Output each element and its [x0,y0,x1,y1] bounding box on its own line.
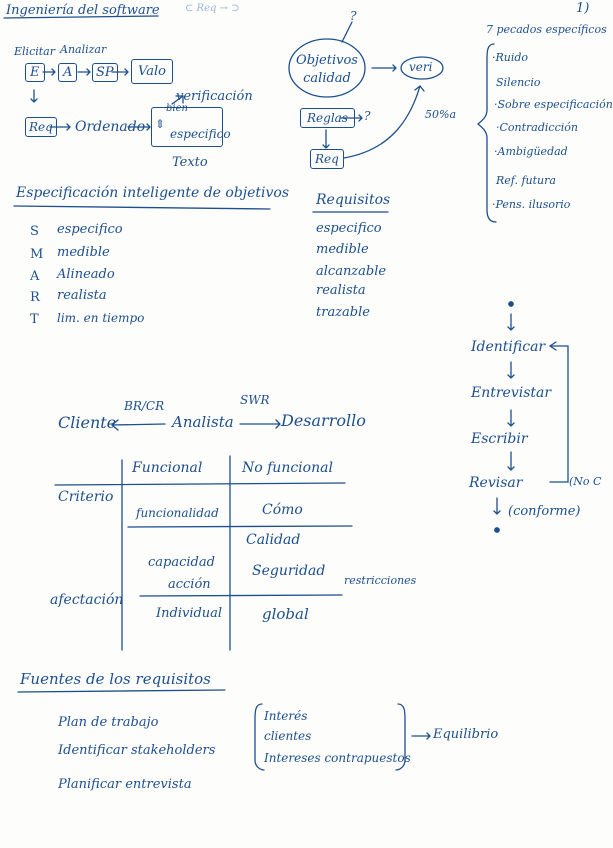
sin-item: ·Ruido [492,51,529,64]
table-col-funcional: Funcional [132,460,203,476]
role-cliente: Cliente [58,413,117,432]
process-step-escribir: Escribir [471,431,528,447]
sin-item: ·Sobre especificación [494,98,613,111]
smart-letter: A [30,269,40,284]
label-analizar: Analizar [60,43,107,56]
box-e: E [25,63,45,82]
cell-calidad: Calidad [246,532,301,548]
sin-item: ·Ambigüedad [494,145,568,158]
smart-item: especifico [57,222,123,237]
box-sp: SP [92,63,118,82]
process-step-identificar: Identificar [471,339,546,355]
requisito-item: especifico [316,221,382,236]
role-desarrollo: Desarrollo [281,411,366,430]
objectives-circle-label: Objetivos calidad [296,53,358,86]
label-equilibrio: Equilibrio [433,727,499,742]
label-texto: Texto [172,155,208,170]
smart-letter: T [30,312,39,327]
requisito-item: trazable [316,305,370,320]
requisitos-title: Requisitos [316,192,391,208]
box-valo: Valo [131,59,173,84]
label-conforme: (conforme) [508,504,581,519]
brace-item: clientes [264,729,312,743]
cell-como: Cómo [262,502,303,518]
cell-restricciones: restricciones [344,574,417,587]
page-title: Ingeniería del software [6,3,160,18]
sin-item: Silencio [496,76,541,89]
label-bien: bien [166,103,188,114]
requisito-item: medible [316,242,369,257]
table-row-criterio: Criterio [58,489,114,505]
smart-letter: S [30,224,39,239]
sins-title: 7 pecados específicos [486,23,607,36]
smart-item: medible [57,245,110,260]
table-row-afectacion: afectación [50,592,124,608]
label-verificacion: verificación [176,89,253,104]
box-specification: bien ⇕ especifico [151,103,231,147]
label-percent: 50%a [425,108,457,121]
smart-title: Especificación inteligente de objetivos [16,185,290,201]
process-step-revisar: Revisar [469,475,523,491]
box-reglas: Reglas [300,108,355,128]
label-no-conforme: (No C [569,475,602,488]
fuentes-item: Identificar stakeholders [58,743,216,758]
table-col-no-funcional: No funcional [242,460,333,476]
role-analista: Analista [172,413,234,431]
requisito-item: realista [316,283,366,298]
fuentes-item: Plan de trabajo [58,715,159,730]
cell-seguridad: Seguridad [252,563,326,579]
reglas-question: ? [364,109,371,123]
label-swr: SWR [240,393,270,407]
smart-item: Alineado [57,267,115,282]
label-ordenado: Ordenado [75,119,146,135]
cell-global: global [262,605,309,623]
fuentes-item: Planificar entrevista [58,777,192,792]
cell-funcionalidad: funcionalidad [136,506,219,520]
objectives-question: ? [350,9,357,23]
fuentes-title: Fuentes de los requisitos [20,670,211,688]
cell-individual: Individual [156,606,223,621]
brace-item: Interés [264,709,308,723]
box-a: A [58,63,78,82]
smart-item: realista [57,288,107,303]
label-veri: veri [409,60,433,74]
sin-item: ·Contradicción [496,121,578,134]
label-especifico: especifico [170,127,231,141]
scroll-icon: ⇕ [155,117,166,131]
sin-item: Ref. futura [496,174,556,187]
cell-accion: acción [168,577,211,592]
cell-capacidad: capacidad [148,555,215,570]
process-step-entrevistar: Entrevistar [471,385,552,401]
smart-letter: R [30,290,40,305]
label-elicitar: Elicitar [14,45,55,58]
page-corner-mark: 1) [576,1,590,16]
smart-item: lim. en tiempo [57,311,145,325]
requisito-item: alcanzable [316,264,387,279]
box-req: Req [25,117,57,137]
smart-letter: M [30,247,44,262]
header-tag: ⊂ Req → ⊃ [185,3,240,14]
box-req-2: Req [310,149,344,169]
sin-item: ·Pens. ilusorio [492,198,571,211]
label-brcr: BR/CR [124,399,165,413]
brace-item: Intereses contrapuestos [264,751,411,765]
